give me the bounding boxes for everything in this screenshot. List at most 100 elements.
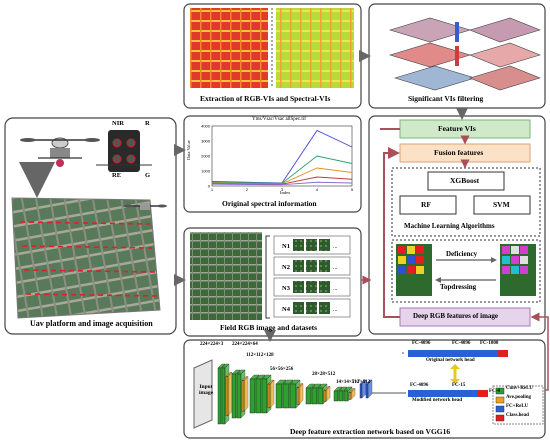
conv-relu-layer: [217, 367, 222, 425]
dataset-grid: N1...N2...N3...N4...: [273, 235, 351, 318]
xgboost-label: XGBoost: [450, 176, 480, 185]
dataset-ellipsis: ...: [333, 286, 338, 292]
x-tick-label: 5: [351, 187, 354, 192]
dataset-row-label: N3: [282, 285, 291, 292]
conv-relu-layer: [261, 378, 268, 414]
dataset-thumbnail: [306, 239, 317, 251]
layer-dimension-label: 28×28×512: [312, 372, 336, 377]
vgg16-network: [217, 350, 544, 425]
ml-algorithms-label: Machine Learning Algorithms: [404, 222, 495, 230]
dataset-row-label: N1: [282, 243, 290, 250]
x-tick-label: 1: [211, 187, 214, 192]
avg-pool-layer: [243, 376, 249, 412]
avg-pool-layer: [241, 380, 245, 412]
multispectral-camera-icon: [96, 130, 152, 172]
band-g-label: G: [145, 172, 151, 179]
deep-rgb-label: Deep RGB features of image: [413, 312, 499, 320]
spectral-line-chart: 0 1000 2000 3000 4000 1 2 3 4 5: [201, 124, 354, 193]
fusion-label: Fusion features: [434, 148, 484, 157]
spectral-ylabel: Data Value: [186, 140, 191, 160]
avg-pool-layer: [323, 390, 327, 402]
input-image-label: Input image: [198, 384, 214, 396]
spectral-title: Original spectral information: [222, 199, 317, 208]
dataset-ellipsis: ...: [333, 307, 338, 313]
deficiency-map: [396, 244, 432, 296]
field-red-markers: [19, 221, 158, 297]
dataset-thumbnail: [319, 281, 330, 293]
fc-relu-layer: [359, 383, 363, 399]
layer-dimension-label: 224×224×64: [232, 342, 258, 347]
conv-relu-layer: [236, 373, 242, 419]
layer-dimension-label: 7×7×512: [352, 380, 371, 385]
conv-relu-layer: [275, 383, 283, 409]
swap-arrow-icon: [450, 379, 460, 384]
y-tick-label: 4000: [201, 124, 211, 129]
layer-dimension-label: 224×224×3: [200, 342, 224, 347]
topdressing-map: [500, 244, 536, 296]
xgboost-box: [427, 171, 505, 191]
layer-dimension-label: 56×56×256: [270, 367, 294, 372]
y-tick-label: 2000: [201, 154, 211, 159]
avg-pool-layer: [298, 383, 304, 405]
original-head-class: [498, 350, 508, 357]
dataset-thumbnail: [293, 239, 304, 251]
band-r-label: R: [145, 120, 150, 127]
field-title: Field RGB image and datasets: [220, 323, 318, 332]
vi-surface-plots: [388, 17, 541, 91]
aerial-field-image: [11, 197, 161, 319]
dataset-ellipsis: ...: [333, 265, 338, 271]
conv-relu-layer: [282, 383, 290, 409]
dataset-thumbnail: [293, 281, 304, 293]
vgg-title: Deep feature extraction network based on…: [290, 427, 451, 436]
avg-pool-layer: [225, 376, 229, 416]
y-tick-label: 1000: [201, 169, 211, 174]
conv-relu-layer: [338, 390, 344, 402]
spectral-xlabel: Index: [280, 190, 291, 195]
avg-pool-layer: [296, 387, 300, 405]
legend-swatch: [495, 414, 505, 422]
modified-head-label: Modified network head: [412, 398, 462, 403]
dataset-thumbnail: [293, 302, 304, 314]
classification-box: [391, 239, 541, 303]
rf-label: RF: [421, 200, 431, 209]
legend-swatch: [495, 396, 505, 404]
modified-head-class: [478, 390, 488, 397]
drone-icon: [20, 137, 100, 167]
band-re-label: RE: [112, 172, 122, 179]
spectral-plot-title: Yms/Vsac/Vsac allSpec.tif: [252, 117, 306, 122]
orig-head-fc2-label: FC-4096: [452, 341, 471, 346]
y-tick-label: 3000: [201, 139, 211, 144]
x-tick-label: 2: [246, 187, 249, 192]
original-head-fc: [408, 350, 504, 357]
x-tick-label: 3: [281, 187, 284, 192]
legend-label: FC+ReLU: [506, 404, 529, 409]
small-drone-icon: [123, 203, 167, 210]
conv-relu-layer: [305, 387, 312, 405]
dataset-thumbnail: [306, 302, 317, 314]
swap-arrow-icon: [450, 364, 460, 369]
avg-pool-layer: [325, 385, 331, 403]
layer-dimension-label: 14×14×512: [336, 380, 360, 385]
x-tick-label: 4: [316, 187, 319, 192]
uav-title: Uav platform and image acquisition: [30, 319, 153, 328]
topdressing-label: Topdressing: [440, 283, 477, 291]
conv-relu-layer: [231, 373, 237, 419]
legend-swatch: [495, 405, 505, 413]
orig-head-fc1-label: FC-4096: [412, 341, 431, 346]
dataset-thumbnail: [306, 260, 317, 272]
dataset-row-label: N4: [282, 306, 291, 313]
vis-title: Extraction of RGB-VIs and Spectral-VIs: [200, 94, 331, 103]
conv-relu-layer: [255, 378, 262, 414]
fc-relu-layer: [367, 379, 373, 399]
conv-relu-layer: [333, 390, 339, 402]
plot-area: [211, 125, 353, 187]
feature-vis-label: Feature VIs: [438, 124, 476, 133]
mod-head-fc2-label: FC-15: [452, 383, 466, 388]
y-tick-label: 0: [208, 184, 211, 189]
avg-pool-layer: [267, 383, 271, 409]
mod-head-fc3-label: FC-4: [489, 389, 500, 394]
input-image-slab: [193, 359, 213, 429]
legend-box: [492, 385, 544, 425]
conv-relu-layer: [289, 383, 297, 409]
